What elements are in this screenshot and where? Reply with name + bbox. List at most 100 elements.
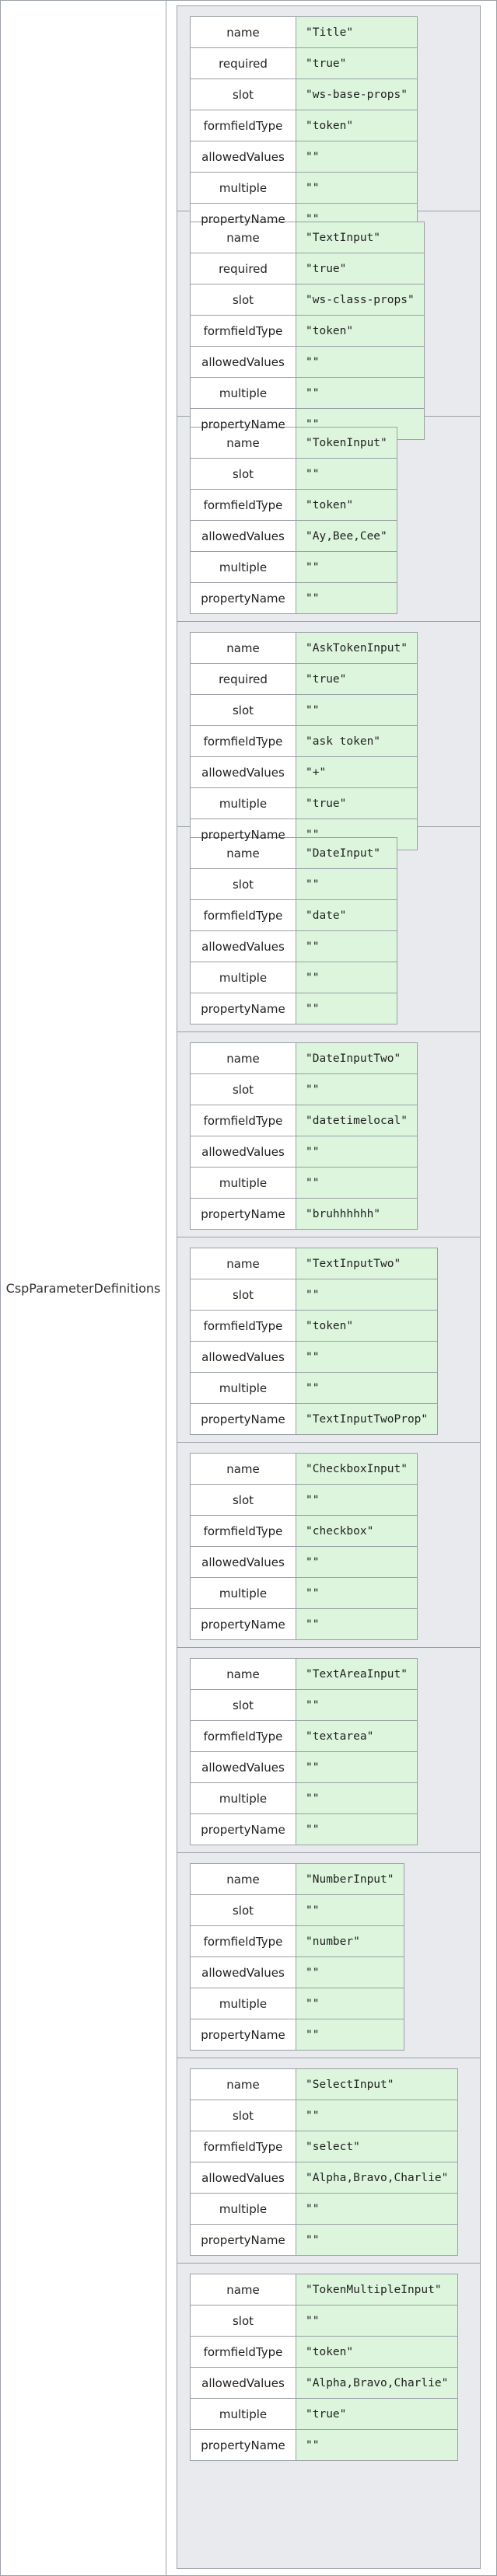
property-row: allowedValues"Ay,Bee,Cee" — [190, 520, 397, 552]
property-key: slot — [190, 1073, 296, 1105]
property-key: formfieldType — [190, 1925, 296, 1957]
property-value: "datetimelocal" — [296, 1105, 418, 1136]
property-key: required — [190, 253, 296, 284]
property-key: formfieldType — [190, 2131, 296, 2162]
property-value: "" — [295, 2100, 459, 2131]
property-row: name"DateInput" — [190, 837, 397, 869]
property-key: allowedValues — [190, 1751, 296, 1783]
property-value: "" — [296, 551, 397, 583]
property-key: allowedValues — [190, 1341, 296, 1373]
property-key: name — [190, 632, 296, 664]
property-row: required"true" — [190, 253, 425, 284]
property-key: formfieldType — [190, 1310, 296, 1342]
property-row: propertyName"" — [190, 2224, 459, 2256]
property-row: formfieldType"datetimelocal" — [190, 1105, 418, 1136]
property-row: multiple"" — [190, 1167, 418, 1199]
property-key: formfieldType — [190, 489, 296, 521]
property-value: "true" — [296, 47, 418, 79]
property-key: formfieldType — [190, 1105, 296, 1136]
parameter-definition: name"DateInput"slot""formfieldType"date"… — [177, 827, 480, 1032]
property-key: formfieldType — [190, 899, 296, 931]
property-row: allowedValues"" — [190, 1546, 418, 1578]
property-row: name"Title" — [190, 16, 418, 48]
property-value: "" — [296, 1813, 418, 1845]
property-key: multiple — [190, 1988, 296, 2019]
property-table: name"TextAreaInput"slot""formfieldType"t… — [190, 1658, 418, 1845]
property-value: "true" — [296, 663, 418, 695]
property-row: formfieldType"token" — [190, 2336, 459, 2368]
property-row: allowedValues"" — [190, 1751, 418, 1783]
property-value: "" — [296, 2019, 404, 2051]
property-key: formfieldType — [190, 110, 296, 141]
property-value: "token" — [296, 110, 418, 141]
property-row: name"DateInputTwo" — [190, 1042, 418, 1074]
property-row: name"TokenInput" — [190, 427, 397, 459]
property-value: "" — [296, 868, 397, 900]
property-value: "select" — [295, 2131, 459, 2162]
property-value: "checkbox" — [296, 1515, 418, 1547]
property-row: slot"" — [190, 694, 418, 726]
property-key: multiple — [190, 2398, 296, 2430]
property-value: "Title" — [296, 16, 418, 48]
property-key: name — [190, 1042, 296, 1074]
property-value: "date" — [296, 899, 397, 931]
property-row: propertyName"TextInputTwoProp" — [190, 1403, 439, 1435]
property-row: formfieldType"token" — [190, 489, 397, 521]
parameter-definition: name"TextAreaInput"slot""formfieldType"t… — [177, 1648, 480, 1853]
property-key: slot — [190, 284, 296, 316]
property-row: allowedValues"Alpha,Bravo,Charlie" — [190, 2367, 459, 2399]
parameter-definition: name"TextInputTwo"slot""formfieldType"to… — [177, 1237, 480, 1443]
property-value: "Alpha,Bravo,Charlie" — [295, 2162, 459, 2194]
property-row: slot"" — [190, 1689, 418, 1721]
property-value: "TextAreaInput" — [296, 1658, 418, 1690]
property-table: name"TextInput"required"true"slot"ws-cla… — [190, 222, 425, 440]
property-key: formfieldType — [190, 315, 296, 347]
property-key: multiple — [190, 377, 296, 409]
property-value: "" — [295, 2429, 459, 2461]
property-value: "" — [296, 582, 397, 614]
property-value: "" — [296, 458, 397, 490]
parameter-definition: name"CheckboxInput"slot""formfieldType"c… — [177, 1443, 480, 1648]
property-table: name"DateInputTwo"slot""formfieldType"da… — [190, 1042, 418, 1230]
property-table: name"NumberInput"slot""formfieldType"num… — [190, 1863, 404, 2051]
parameter-definition: name"DateInputTwo"slot""formfieldType"da… — [177, 1032, 480, 1237]
property-key: allowedValues — [190, 930, 296, 962]
property-key: formfieldType — [190, 2336, 296, 2368]
property-value: "TokenMultipleInput" — [295, 2274, 459, 2305]
property-value: "" — [295, 1372, 439, 1404]
property-value: "token" — [296, 489, 397, 521]
property-row: name"TextAreaInput" — [190, 1658, 418, 1690]
property-key: name — [190, 427, 296, 459]
property-row: formfieldType"token" — [190, 315, 425, 347]
definitions-list: name"Title"required"true"slot"ws-base-pr… — [177, 5, 481, 2569]
property-value: "" — [295, 2193, 459, 2225]
property-value: "TokenInput" — [296, 427, 397, 459]
parameter-definition: name"TextInput"required"true"slot"ws-cla… — [177, 211, 480, 440]
property-key: multiple — [190, 172, 296, 204]
property-value: "number" — [296, 1925, 404, 1957]
property-value: "token" — [296, 315, 425, 347]
property-key: name — [190, 1453, 296, 1485]
property-key: propertyName — [190, 2019, 296, 2051]
property-key: allowedValues — [190, 1546, 296, 1578]
property-row: name"SelectInput" — [190, 2068, 459, 2100]
property-value: "" — [296, 1689, 418, 1721]
property-row: allowedValues"" — [190, 930, 397, 962]
property-row: slot"" — [190, 1484, 418, 1516]
property-row: name"TokenMultipleInput" — [190, 2274, 459, 2305]
property-row: formfieldType"token" — [190, 1310, 439, 1342]
property-value: "" — [296, 1956, 404, 1988]
property-row: allowedValues"" — [190, 1136, 418, 1168]
property-key: slot — [190, 458, 296, 490]
property-key: multiple — [190, 1167, 296, 1199]
property-value: "true" — [296, 787, 418, 819]
property-key: allowedValues — [190, 520, 296, 552]
property-key: multiple — [190, 787, 296, 819]
property-row: name"TextInputTwo" — [190, 1248, 439, 1279]
property-key: slot — [190, 868, 296, 900]
section-label: CspParameterDefinitions — [1, 1, 166, 2575]
property-key: name — [190, 1248, 296, 1279]
property-value: "" — [296, 377, 425, 409]
property-row: multiple"" — [190, 962, 397, 993]
property-row: slot"" — [190, 2100, 459, 2131]
